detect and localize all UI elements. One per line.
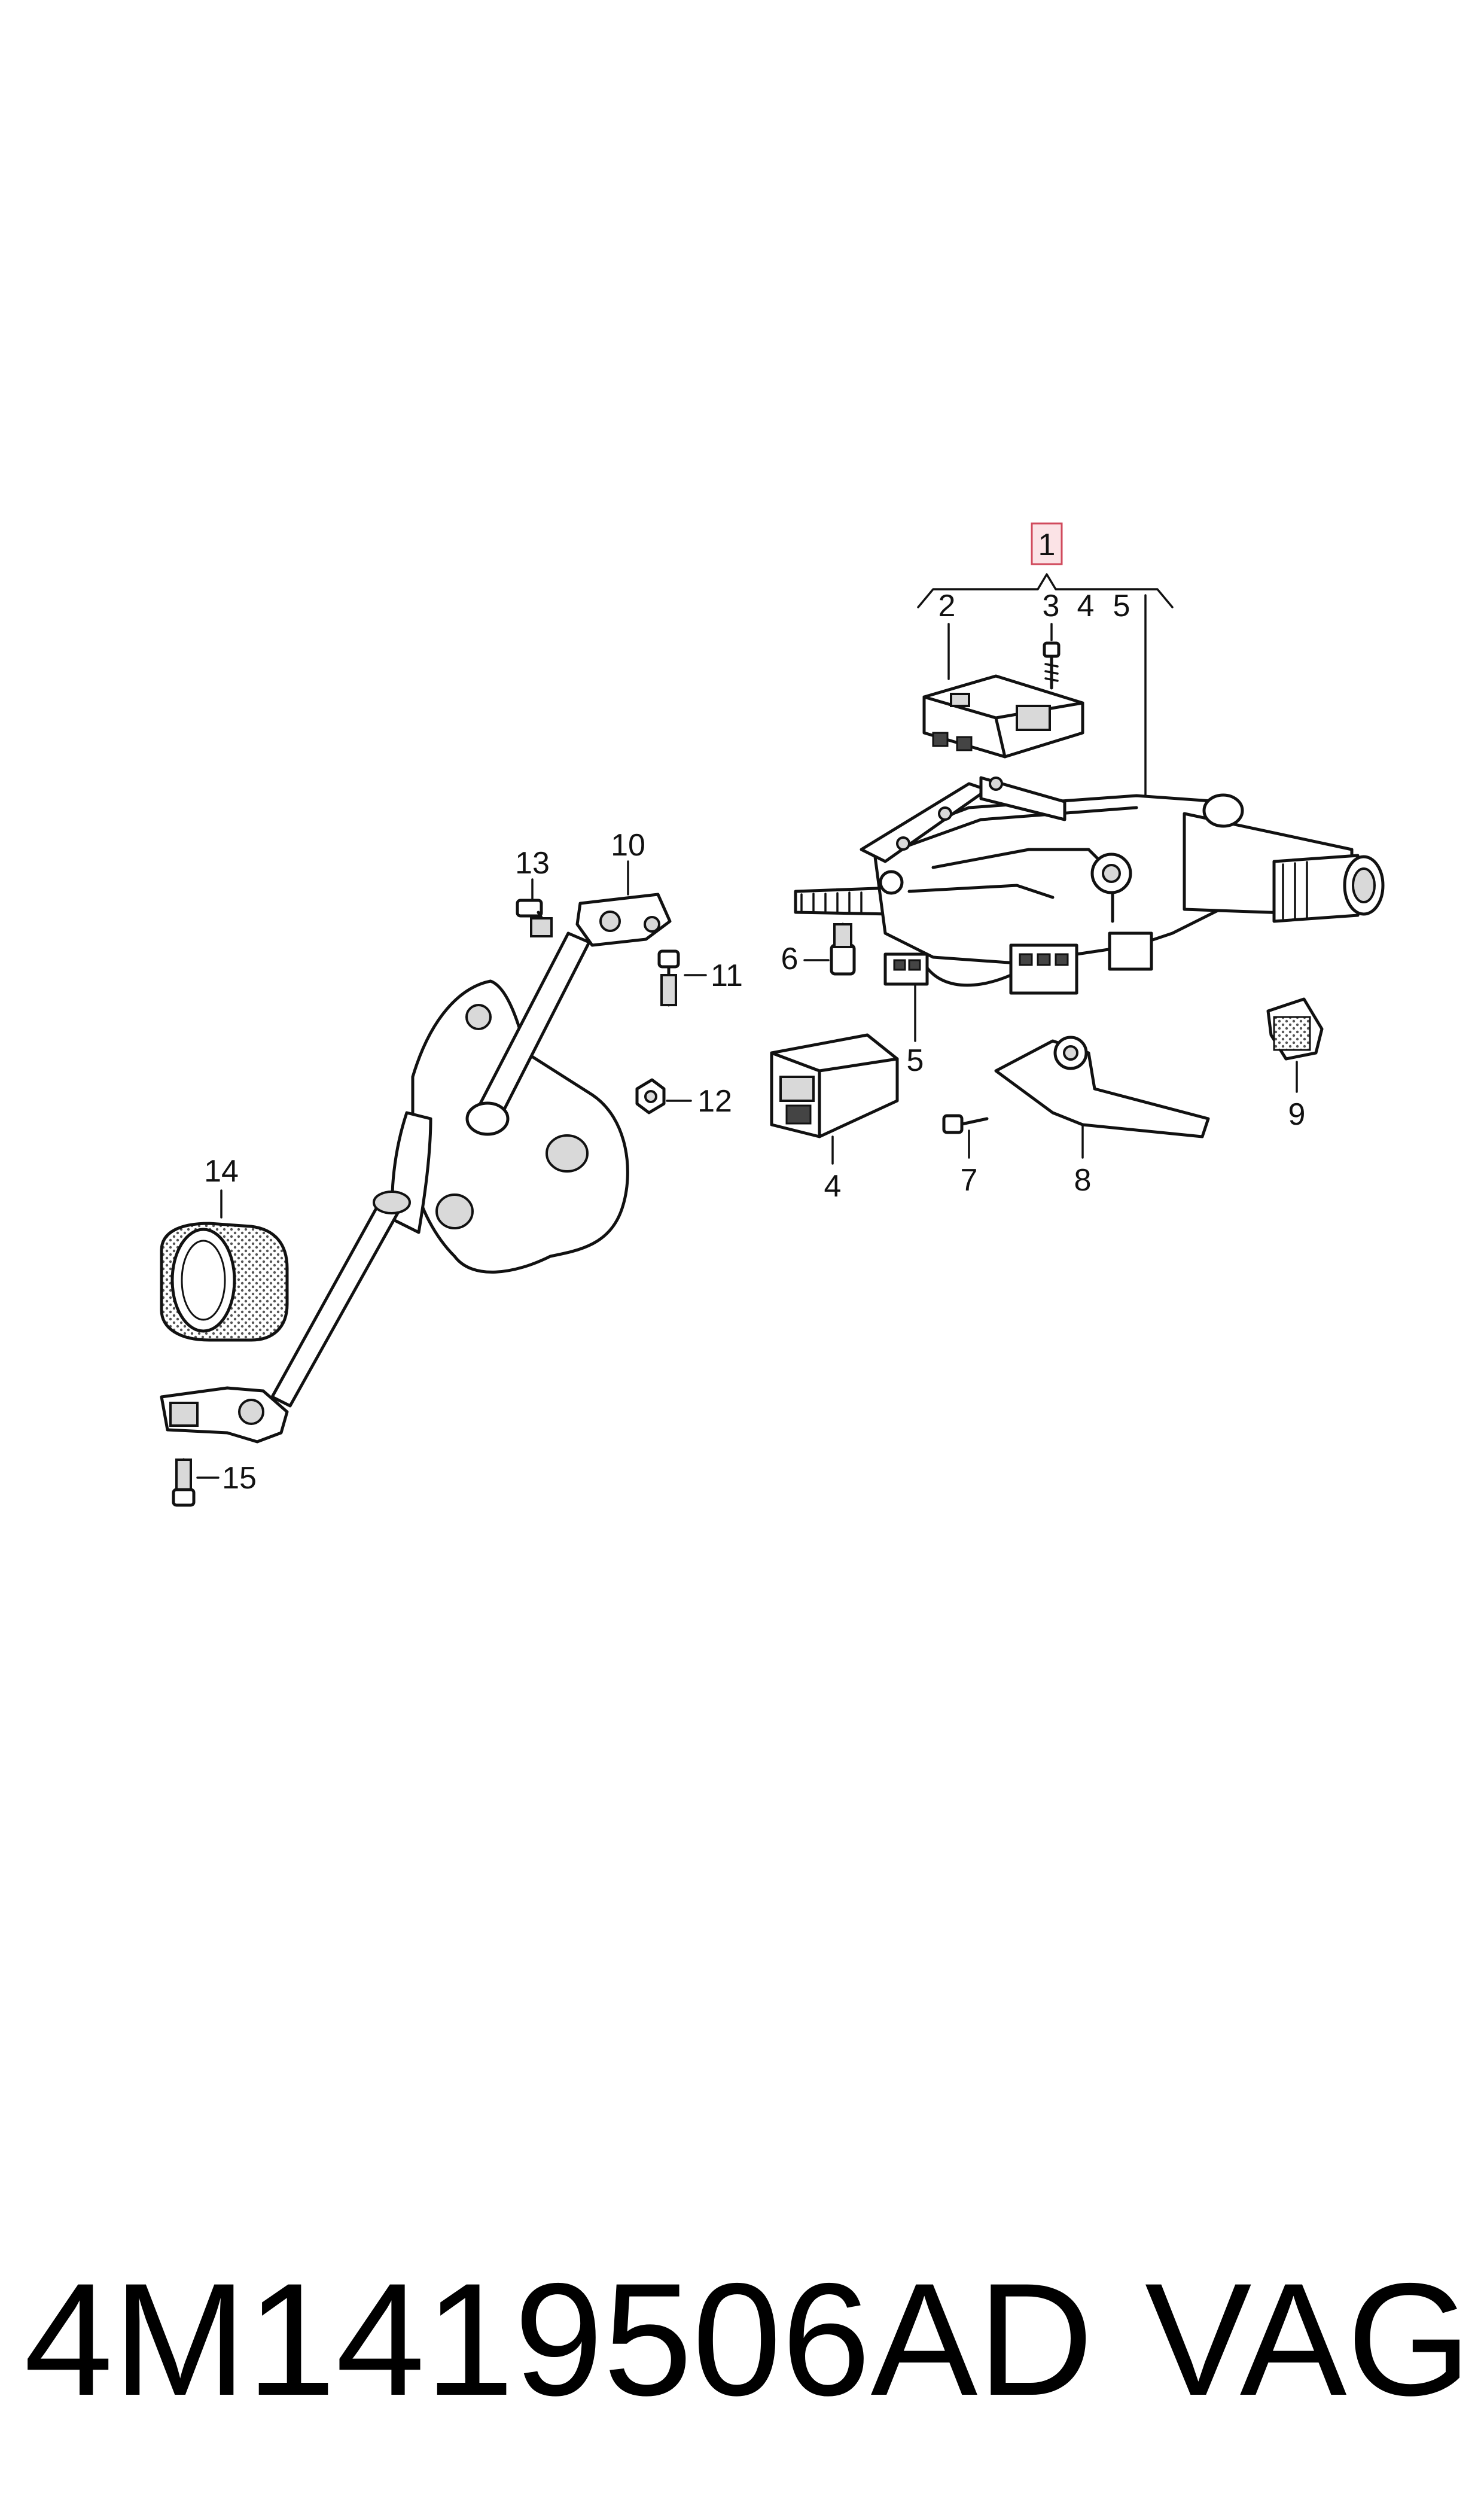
brand-label: VAG [1144,2249,1471,2429]
callout-5-label: 5 [907,1043,924,1078]
bushing-part-9 [1266,997,1324,1061]
screw-part-3 [1043,641,1061,690]
bracket-1 [917,573,1174,608]
callout-3-label: 3 [1043,589,1060,623]
callout-13-label: 13 [515,846,550,881]
callout-15-label: 15 [222,1461,257,1496]
callout-5-top-label: 5 [1113,589,1130,623]
callout-11-label: 11 [711,958,743,993]
bolt-part-13 [516,899,553,937]
callout-6-label: 6 [781,942,799,976]
callout-8-label: 8 [1074,1163,1092,1198]
sleeve-part-14 [160,1222,289,1342]
bolt-part-11 [657,949,680,1007]
callout-4-top-label: 4 [1077,589,1095,623]
callout-9-label: 9 [1288,1097,1306,1132]
lower-universal-joint [160,1386,289,1444]
nut-part-12 [635,1078,666,1115]
universal-joint-part-10 [575,893,672,947]
callout-10-label: 10 [611,828,645,863]
callout-2-label: 2 [938,589,956,623]
intermediate-shaft [270,931,629,1408]
part-number-footer: 4M1419506AD VAG [24,2249,1471,2429]
relay-box-part-4 [770,1033,899,1138]
part-number: 4M1419506AD [24,2249,1093,2429]
bolt-part-15 [172,1458,196,1507]
control-module-part-2 [922,674,1084,759]
callout-4-label: 4 [824,1169,842,1204]
callout-12-label: 12 [697,1084,732,1119]
steering-column-assembly [794,776,1385,995]
callout-1: 1 [1031,522,1063,565]
lever-part-8 [994,1036,1210,1138]
screw-part-6 [830,922,856,976]
callout-7-label: 7 [961,1163,978,1198]
screw-part-7 [942,1114,989,1134]
callout-14-label: 14 [204,1154,239,1189]
callout-1-label: 1 [1038,528,1056,562]
